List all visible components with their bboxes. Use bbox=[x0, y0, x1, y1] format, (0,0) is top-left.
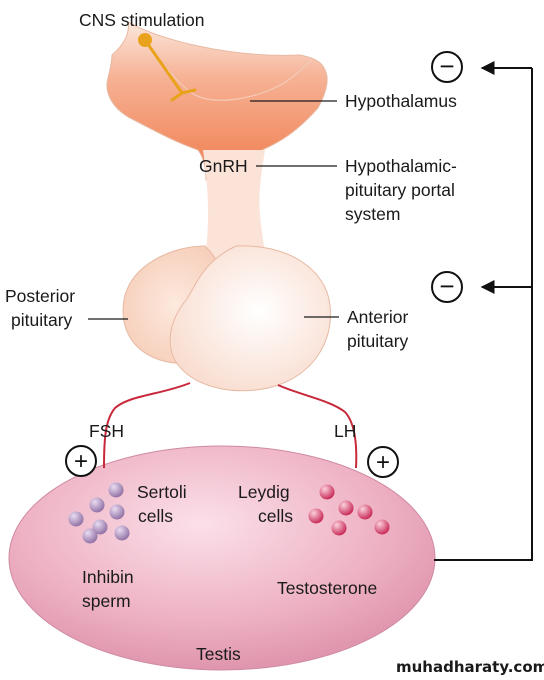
sertoli-cells-label-line2: cells bbox=[138, 506, 173, 526]
leydig-cell bbox=[338, 500, 354, 516]
hypothalamus-label: Hypothalamus bbox=[345, 91, 457, 111]
sertoli-cell-cluster bbox=[68, 482, 130, 544]
leydig-cell bbox=[331, 520, 347, 536]
sertoli-cell bbox=[82, 528, 98, 544]
anterior-pituitary-lobe bbox=[169, 245, 331, 392]
testis-organ bbox=[8, 445, 436, 671]
plus-sign-fsh bbox=[65, 445, 97, 477]
anterior-pituitary-label-line2: pituitary bbox=[347, 331, 409, 351]
feedback-line bbox=[434, 68, 533, 561]
cns-neuron bbox=[138, 33, 197, 102]
minus-sign-hypothalamus bbox=[431, 51, 463, 83]
anterior-pituitary-label-line1: Anterior bbox=[347, 307, 408, 327]
plus-sign-lh-glyph: + bbox=[376, 449, 390, 476]
sertoli-cell bbox=[109, 504, 125, 520]
watermark-text: muhadharaty.com bbox=[396, 658, 544, 676]
testis-label: Testis bbox=[196, 644, 241, 664]
leydig-cell bbox=[374, 519, 390, 535]
plus-sign-fsh-glyph: + bbox=[74, 448, 88, 475]
portal-system-label-line3: system bbox=[345, 204, 400, 224]
plus-sign-lh bbox=[367, 446, 399, 478]
hypothalamus-tissue bbox=[106, 21, 328, 181]
lh-hormone-line bbox=[277, 384, 358, 469]
minus-sign-pituitary-glyph: − bbox=[439, 271, 454, 301]
sertoli-cell bbox=[92, 519, 108, 535]
negative-feedback-loop bbox=[434, 61, 533, 561]
posterior-pituitary-label-line2: pituitary bbox=[11, 310, 73, 330]
pituitary-gland bbox=[122, 150, 331, 392]
sperm-label: sperm bbox=[82, 591, 131, 611]
sign-circles: − − + + bbox=[65, 51, 463, 478]
leydig-cells-label-line2: cells bbox=[258, 506, 293, 526]
testosterone-label: Testosterone bbox=[277, 578, 377, 598]
sertoli-cell bbox=[108, 482, 124, 498]
leydig-cells-label-line1: Leydig bbox=[238, 482, 290, 502]
lh-label: LH bbox=[334, 421, 356, 441]
testis-body bbox=[8, 445, 436, 671]
sertoli-cell bbox=[68, 511, 84, 527]
cns-stimulation-label: CNS stimulation bbox=[79, 10, 204, 30]
leydig-cell bbox=[319, 484, 335, 500]
sertoli-cell bbox=[114, 525, 130, 541]
leydig-cell-cluster bbox=[308, 484, 390, 536]
fsh-hormone-line bbox=[103, 382, 191, 469]
portal-system-label-line1: Hypothalamic- bbox=[345, 156, 457, 176]
leydig-cell bbox=[308, 508, 324, 524]
posterior-pituitary-label-line1: Posterior bbox=[5, 286, 75, 306]
fsh-label: FSH bbox=[89, 421, 124, 441]
minus-sign-hypothalamus-glyph: − bbox=[439, 51, 454, 81]
leydig-cell bbox=[357, 504, 373, 520]
labels: CNS stimulation Hypothalamus GnRH Hypoth… bbox=[5, 10, 544, 676]
neuron-cell-body bbox=[138, 33, 152, 47]
gnrh-label: GnRH bbox=[199, 156, 248, 176]
portal-system-label-line2: pituitary portal bbox=[345, 180, 455, 200]
sertoli-cell bbox=[89, 497, 105, 513]
inhibin-label: Inhibin bbox=[82, 567, 134, 587]
sertoli-cells-label-line1: Sertoli bbox=[137, 482, 187, 502]
leader-lines bbox=[88, 100, 339, 320]
minus-sign-pituitary bbox=[431, 271, 463, 303]
